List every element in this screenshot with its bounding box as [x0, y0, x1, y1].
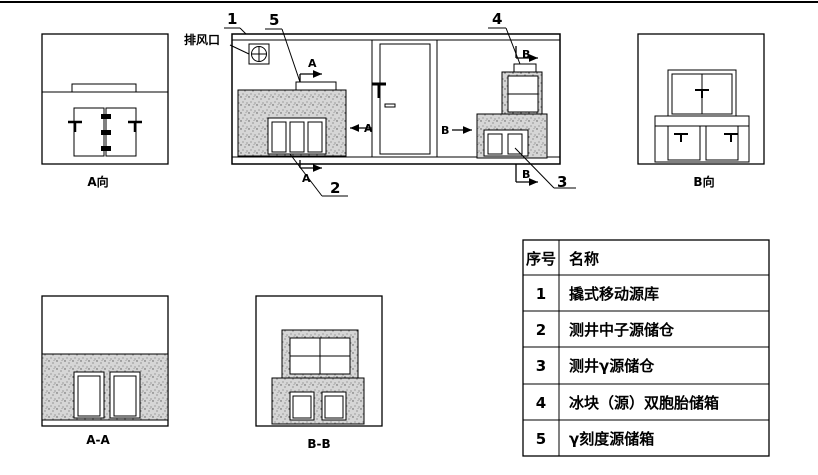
- legend-row-no: 4: [536, 394, 546, 412]
- section-aa-label: A-A: [86, 433, 110, 447]
- view-a-arrow-letter: A: [364, 122, 373, 135]
- legend-row-name: γ刻度源储箱: [569, 430, 654, 448]
- plan-view: 排风口 1 5 A A A 2: [184, 10, 576, 197]
- skid-source-store-outline: [231, 33, 561, 165]
- legend-row-name: 撬式移动源库: [569, 285, 659, 303]
- callout-1: 1: [227, 10, 237, 28]
- view-b: B向: [637, 33, 765, 189]
- view-b-label: B向: [693, 174, 714, 189]
- section-bb-label: B-B: [307, 437, 330, 451]
- legend-row-no: 5: [536, 430, 546, 448]
- callout-3: 3: [557, 173, 567, 191]
- legend-row-name: 测井γ源储仓: [569, 357, 655, 375]
- legend-header-name: 名称: [569, 250, 599, 268]
- legend-row-name: 测井中子源储仓: [569, 321, 675, 339]
- section-b-top-letter: B: [522, 48, 530, 61]
- exhaust-vent-label: 排风口: [184, 32, 220, 47]
- entrance-door: [379, 43, 431, 155]
- section-b-bottom-letter: B: [522, 168, 530, 181]
- view-b-arrow-letter: B: [441, 124, 449, 137]
- legend-row-no: 1: [536, 285, 546, 303]
- legend-row-name: 冰块（源）双胞胎储箱: [569, 394, 719, 412]
- section-a-bottom-letter: A: [302, 172, 311, 185]
- callout-4: 4: [492, 10, 502, 28]
- view-a: A向: [41, 33, 169, 189]
- section-bb: B-B: [255, 295, 383, 451]
- section-aa: A-A: [41, 295, 169, 447]
- section-a-top-letter: A: [308, 57, 317, 70]
- callout-5: 5: [269, 11, 279, 29]
- view-a-label: A向: [87, 174, 108, 189]
- legend-table: 序号 名称 1 撬式移动源库 2 测井中子源储仓 3 测井γ源储仓 4 冰块（源…: [522, 239, 770, 457]
- legend-row-no: 3: [536, 357, 546, 375]
- callout-2: 2: [330, 179, 340, 197]
- door-handle-icon: [372, 82, 386, 98]
- gamma-scale-source-box: [295, 81, 337, 91]
- legend-header-no: 序号: [526, 250, 556, 268]
- legend-row-no: 2: [536, 321, 546, 339]
